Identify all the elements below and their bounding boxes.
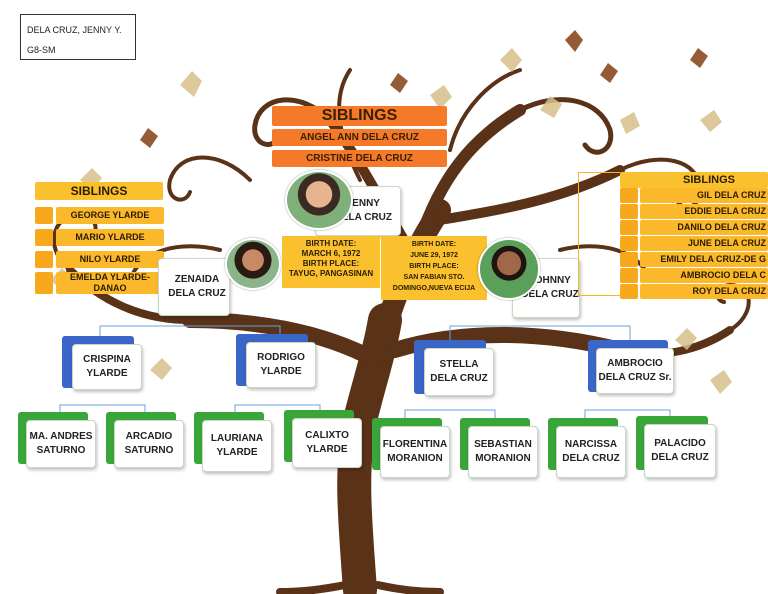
father-sib-tab-4 [620, 236, 638, 251]
father-birth-date: JUNE 29, 1972 [410, 252, 458, 259]
center-sibling-1: ANGEL ANN DELA CRUZ [272, 129, 447, 146]
great-grandparent-card-2: ARCADIO SATURNO [114, 420, 184, 468]
great-grandparent-card-1: MA. ANDRES SATURNO [26, 420, 96, 468]
father-siblings-bracket [578, 172, 620, 296]
center-siblings-heading: SIBLINGS [272, 106, 447, 126]
mother-sibling-3: NILO YLARDE [56, 251, 164, 268]
father-sibling-4: JUNE DELA CRUZ [640, 236, 768, 251]
great-grandparent-card-4: CALIXTO YLARDE [292, 418, 362, 468]
father-sib-tab-1 [620, 188, 638, 203]
father-sib-tab-5 [620, 252, 638, 267]
student-info: DELA CRUZ, JENNY Y. G8-SM [20, 14, 136, 60]
father-sib-tab-6 [620, 268, 638, 283]
mother-siblings-heading: SIBLINGS [35, 182, 163, 200]
father-sibling-6: AMBROCIO DELA C [640, 268, 768, 283]
mother-photo [225, 238, 281, 290]
student-section: G8-SM [27, 45, 56, 55]
father-sibling-3: DANILO DELA CRUZ [640, 220, 768, 235]
mother-sib-tab-2 [35, 229, 53, 246]
mother-birth-date: MARCH 6, 1972 [301, 249, 361, 258]
father-sib-tab-2 [620, 204, 638, 219]
father-birth-place-label: BIRTH PLACE: [409, 263, 459, 270]
father-birth-info: BIRTH DATE: JUNE 29, 1972 BIRTH PLACE: S… [381, 236, 487, 300]
great-grandparent-card-7: NARCISSA DELA CRUZ [556, 426, 626, 478]
father-birth-date-label: BIRTH DATE: [411, 241, 457, 248]
great-grandparent-card-6: SEBASTIAN MORANION [468, 426, 538, 478]
grandparent-card-1: CRISPINA YLARDE [72, 344, 142, 390]
grandparent-card-4: AMBROCIO DELA CRUZ Sr. [596, 348, 674, 394]
father-sibling-5: EMILY DELA CRUZ-DE G [640, 252, 768, 267]
father-sib-tab-7 [620, 284, 638, 299]
father-sibling-7: ROY DELA CRUZ [640, 284, 768, 299]
center-sibling-2: CRISTINE DELA CRUZ [272, 150, 447, 167]
grandparent-card-2: RODRIGO YLARDE [246, 342, 316, 388]
mother-sib-tab-3 [35, 251, 53, 268]
grandparent-card-3: STELLA DELA CRUZ [424, 348, 494, 396]
father-photo [478, 238, 540, 300]
mother-birth-date-label: BIRTH DATE: [305, 239, 357, 248]
mother-card: ZENAIDA DELA CRUZ [158, 258, 230, 316]
mother-sibling-2: MARIO YLARDE [56, 229, 164, 246]
mother-sib-tab-4 [35, 272, 53, 294]
great-grandparent-card-8: PALACIDO DELA CRUZ [644, 424, 716, 478]
great-grandparent-card-5: FLORENTINA MORANION [380, 426, 450, 478]
mother-birth-info: BIRTH DATE: MARCH 6, 1972 BIRTH PLACE: T… [282, 236, 380, 288]
mother-sibling-4: EMELDA YLARDE-DANAO [56, 272, 164, 294]
mother-sibling-1: GEORGE YLARDE [56, 207, 164, 224]
mother-sib-tab-1 [35, 207, 53, 224]
father-birth-place: SAN FABIAN STO. DOMINGO,NUEVA ECIJA [392, 274, 476, 292]
self-photo [285, 170, 353, 230]
father-sib-tab-3 [620, 220, 638, 235]
mother-birth-place: TAYUG, PANGASINAN [288, 269, 374, 278]
student-name: DELA CRUZ, JENNY Y. [27, 25, 122, 35]
father-sibling-2: EDDIE DELA CRUZ [640, 204, 768, 219]
father-sibling-1: GIL DELA CRUZ [640, 188, 768, 203]
mother-birth-place-label: BIRTH PLACE: [302, 259, 360, 268]
father-siblings-heading: SIBLINGS [620, 172, 768, 188]
great-grandparent-card-3: LAURIANA YLARDE [202, 420, 272, 472]
